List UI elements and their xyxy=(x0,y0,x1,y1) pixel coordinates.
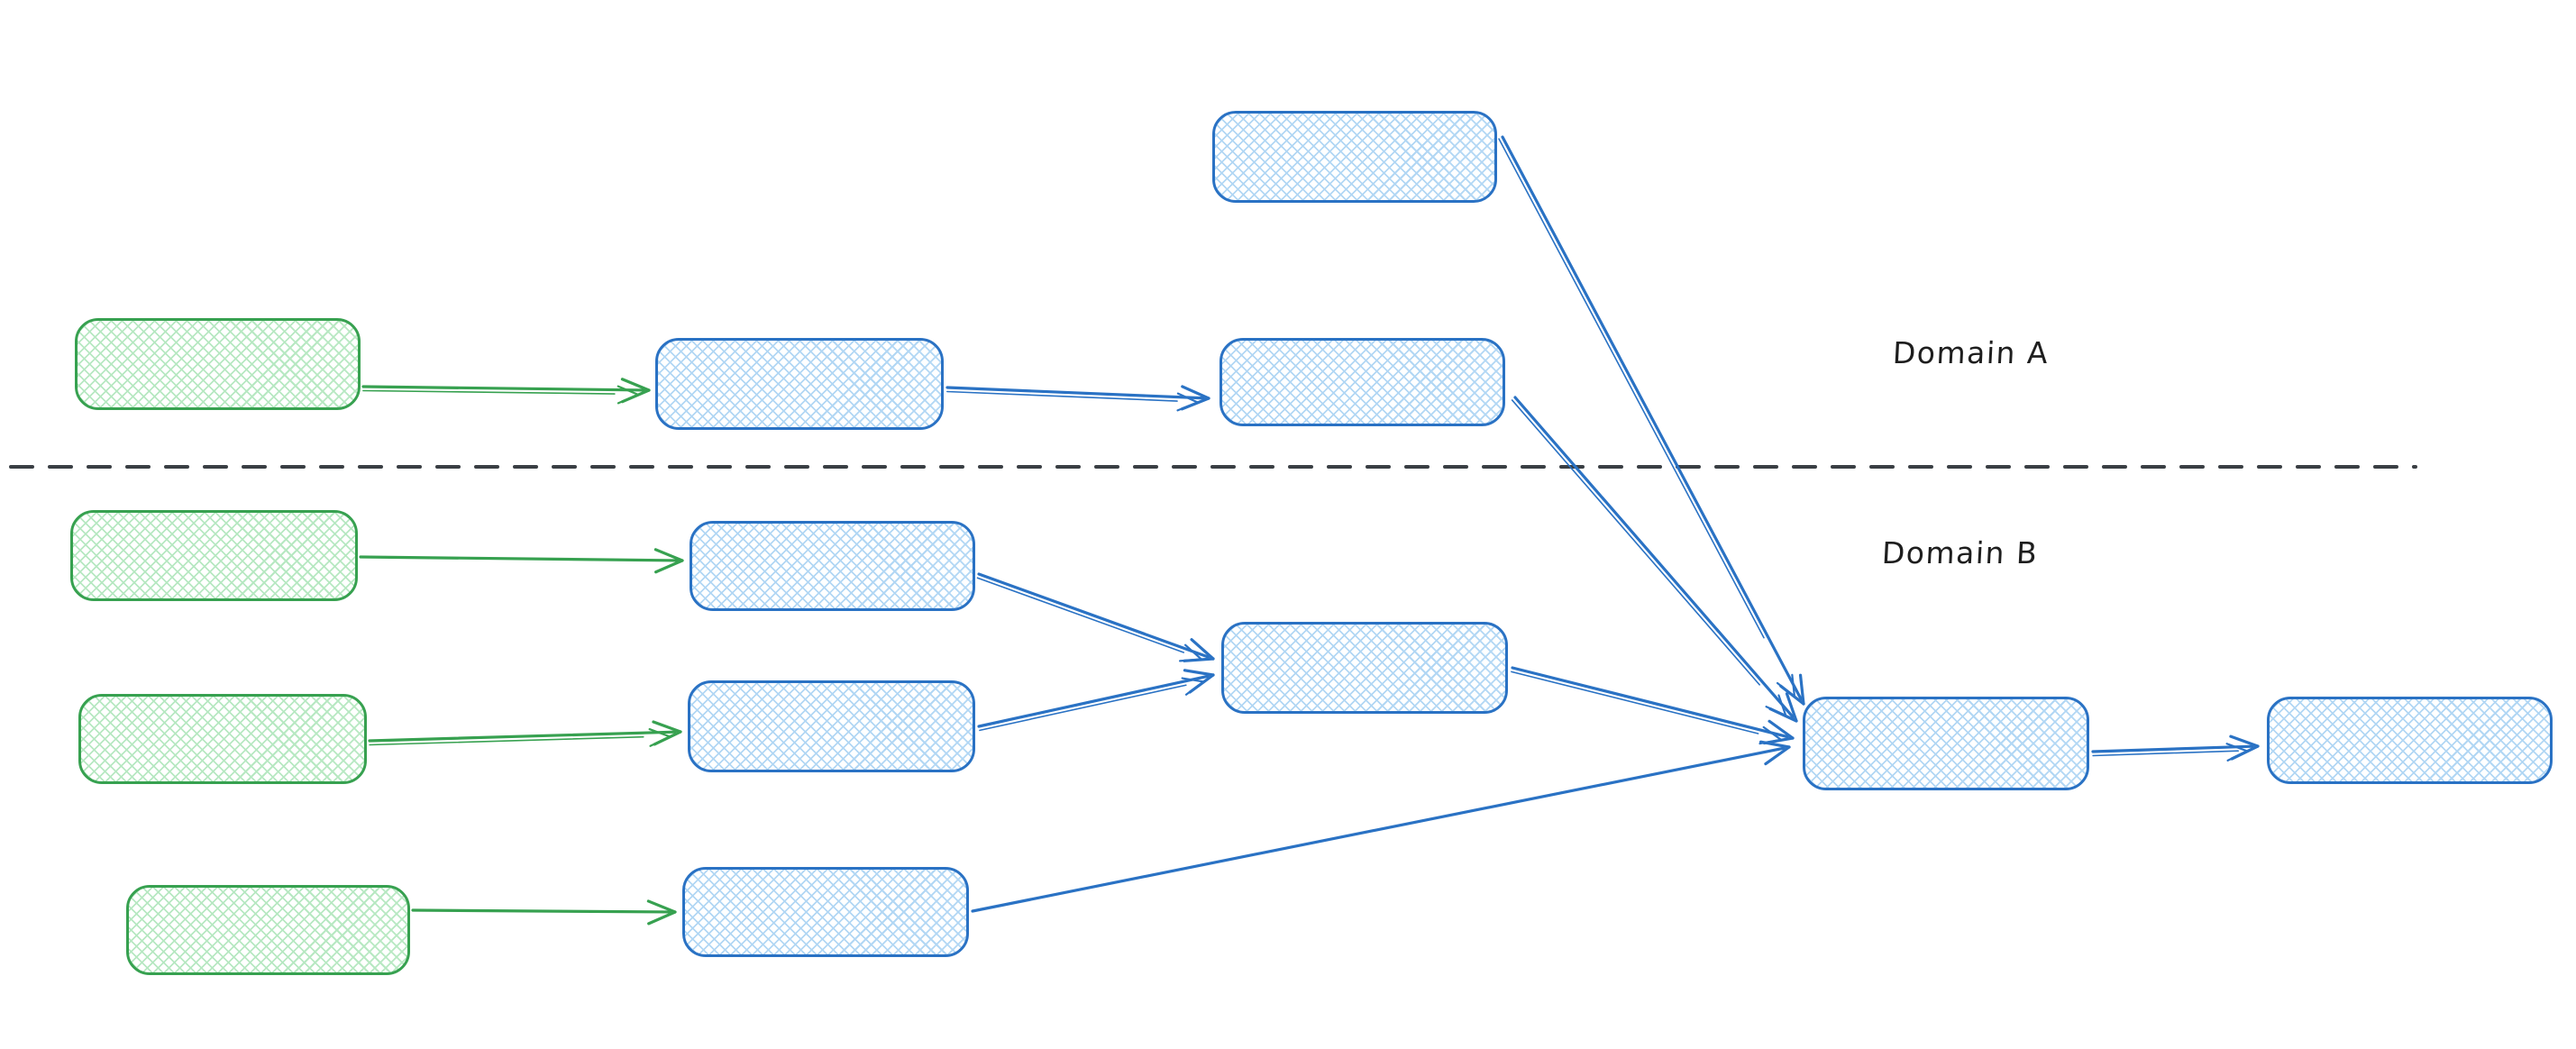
arrow-green-b3-to-step-b3[interactable] xyxy=(411,899,677,926)
node-blue-step-b1[interactable] xyxy=(690,521,975,611)
arrow-top-to-aggregator[interactable] xyxy=(1498,135,1805,706)
node-green-source-a[interactable] xyxy=(75,318,361,410)
node-blue-step-b3[interactable] xyxy=(682,867,969,957)
node-blue-aggregator[interactable] xyxy=(1803,697,2089,790)
node-blue-merge-b[interactable] xyxy=(1221,622,1508,714)
arrow-green-b2-to-step-b2[interactable] xyxy=(368,720,682,747)
arrow-green-b1-to-step-b1[interactable] xyxy=(359,548,684,574)
arrow-step-b3-to-aggregator[interactable] xyxy=(971,740,1791,913)
arrow-step-b2-to-merge[interactable] xyxy=(977,669,1215,732)
node-green-source-b1[interactable] xyxy=(70,510,358,601)
node-blue-step-b2[interactable] xyxy=(688,680,975,772)
node-blue-step-a2[interactable] xyxy=(1219,338,1505,426)
node-blue-input-top[interactable] xyxy=(1212,111,1497,203)
arrow-step-b1-to-merge[interactable] xyxy=(976,572,1215,662)
arrow-merge-to-aggregator[interactable] xyxy=(1511,666,1795,745)
node-blue-output[interactable] xyxy=(2267,697,2553,784)
domain-b-label[interactable]: Domain B xyxy=(1880,535,2040,570)
node-green-source-b2[interactable] xyxy=(78,694,367,784)
arrow-aggregator-to-output[interactable] xyxy=(2091,734,2260,762)
arrow-step-a2-to-aggregator[interactable] xyxy=(1511,396,1798,723)
arrow-step-a1-to-step-a2[interactable] xyxy=(945,385,1210,412)
arrow-green-a-to-step-a1[interactable] xyxy=(361,378,651,405)
node-green-source-b3[interactable] xyxy=(126,885,410,975)
domain-a-label[interactable]: Domain A xyxy=(1891,335,2051,370)
node-blue-step-a1[interactable] xyxy=(655,338,944,430)
